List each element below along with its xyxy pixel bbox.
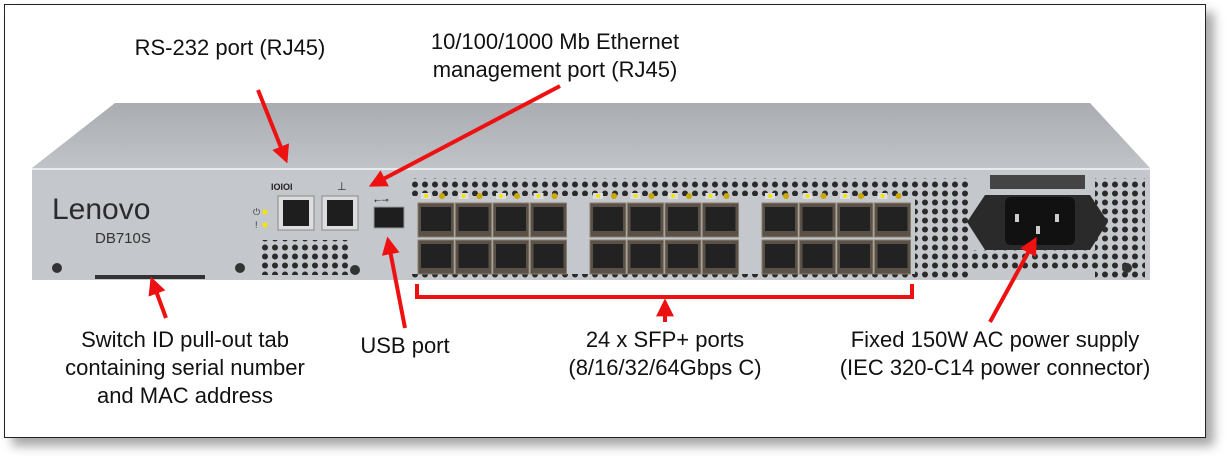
- sfp-port-cage: [533, 207, 564, 231]
- ethernet-label: 10/100/1000 Mb Ethernet management port …: [420, 28, 690, 84]
- port-led: [476, 193, 483, 199]
- vent: [410, 274, 920, 280]
- sfp-port-cage: [421, 207, 451, 231]
- sfp-port-cage: [877, 244, 908, 268]
- sfp-port-cage: [802, 244, 833, 268]
- port-led: [805, 194, 810, 198]
- sfp-port-cage: [533, 244, 564, 268]
- port-led: [768, 194, 772, 198]
- power-icon: ⏻: [253, 207, 260, 217]
- sfp-label: 24 x SFP+ ports (8/16/32/64Gbps C): [540, 326, 790, 382]
- serial-port-glyph: IOIOI: [271, 182, 293, 192]
- sfp-port-cage: [705, 207, 736, 231]
- rs232-arrow: [256, 89, 290, 164]
- chassis-top: [32, 103, 1150, 168]
- alert-icon: !: [255, 220, 258, 230]
- warning-label: [990, 175, 1085, 189]
- switch-id-tab: [95, 275, 205, 279]
- network-icon: ⊥: [337, 181, 347, 193]
- rs232-label: RS-232 port (RJ45): [134, 35, 326, 60]
- power-arrow: [988, 236, 1037, 323]
- port-led: [723, 193, 730, 199]
- port-led: [439, 193, 445, 199]
- port-led: [708, 194, 713, 198]
- sfp-port-cage: [630, 244, 661, 268]
- sfp-port-cage: [593, 207, 623, 231]
- sfp-port-cage: [458, 207, 489, 231]
- sfp-label-line2: (8/16/32/64Gbps C): [568, 355, 762, 380]
- usb-icon: ⭠⊸: [374, 195, 389, 205]
- power-label: Fixed 150W AC power supply (IEC 320-C14 …: [800, 326, 1190, 382]
- vent: [410, 178, 920, 196]
- port-led: [514, 193, 520, 199]
- sfp-port-cage: [877, 207, 908, 231]
- port-led: [633, 194, 638, 198]
- switch-id-label-line3: and MAC address: [96, 383, 274, 408]
- model-label: DB710S: [95, 230, 151, 247]
- vent: [970, 250, 1100, 270]
- ethernet-arrow: [368, 84, 561, 187]
- sfp-port-block: [417, 193, 911, 275]
- port-led: [424, 194, 428, 198]
- usb-label: USB port: [360, 333, 450, 358]
- sfp-port-cage: [840, 244, 870, 268]
- port-led: [895, 193, 902, 199]
- power-label-line1: Fixed 150W AC power supply: [850, 327, 1140, 352]
- sfp-port-cage: [593, 244, 623, 268]
- port-led: [783, 193, 789, 199]
- port-led: [843, 194, 847, 198]
- sfp-port-cage: [496, 207, 526, 231]
- ethernet-label-line1: 10/100/1000 Mb Ethernet: [430, 29, 680, 54]
- lenovo-logo: Lenovo: [52, 193, 150, 226]
- switch-id-label-line1: Switch ID pull-out tab: [81, 327, 289, 352]
- sfp-port-cage: [421, 244, 451, 268]
- power-label-line2: (IEC 320-C14 power connector): [839, 355, 1151, 380]
- screws: [52, 263, 1132, 275]
- iec-c14-inlet: [1005, 197, 1075, 245]
- port-led: [596, 194, 600, 198]
- sfp-port-cage: [765, 207, 795, 231]
- sfp-bracket: [415, 284, 914, 299]
- status-led: [262, 222, 268, 228]
- port-led: [648, 193, 655, 199]
- switch-id-arrow: [148, 276, 168, 319]
- vent: [258, 240, 348, 275]
- port-led: [536, 194, 541, 198]
- sfp-port-cage: [765, 244, 795, 268]
- port-led: [461, 194, 466, 198]
- port-led: [551, 193, 558, 199]
- sfp-port-cage: [802, 207, 833, 231]
- port-led: [499, 194, 503, 198]
- port-led: [858, 193, 864, 199]
- port-led: [671, 194, 675, 198]
- sfp-port-cage: [668, 207, 698, 231]
- sfp-label-line1: 24 x SFP+ ports: [585, 327, 745, 352]
- switch-id-label-line2: containing serial number: [65, 355, 305, 380]
- port-led: [611, 193, 617, 199]
- switch-id-label: Switch ID pull-out tab containing serial…: [50, 326, 320, 410]
- port-led: [880, 194, 885, 198]
- sfp-port-cage: [458, 244, 489, 268]
- vent: [915, 178, 970, 278]
- ethernet-label-line2: management port (RJ45): [432, 57, 678, 82]
- usb-arrow: [381, 236, 407, 329]
- port-led: [686, 193, 692, 199]
- sfp-port-cage: [668, 244, 698, 268]
- sfp-port-cage: [840, 207, 870, 231]
- status-led: [262, 209, 268, 215]
- port-led: [820, 193, 827, 199]
- usb-port: [373, 206, 405, 229]
- sfp-port-cage: [496, 244, 526, 268]
- sfp-port-cage: [630, 207, 661, 231]
- sfp-port-cage: [705, 244, 736, 268]
- callout-arrows: [148, 84, 1037, 329]
